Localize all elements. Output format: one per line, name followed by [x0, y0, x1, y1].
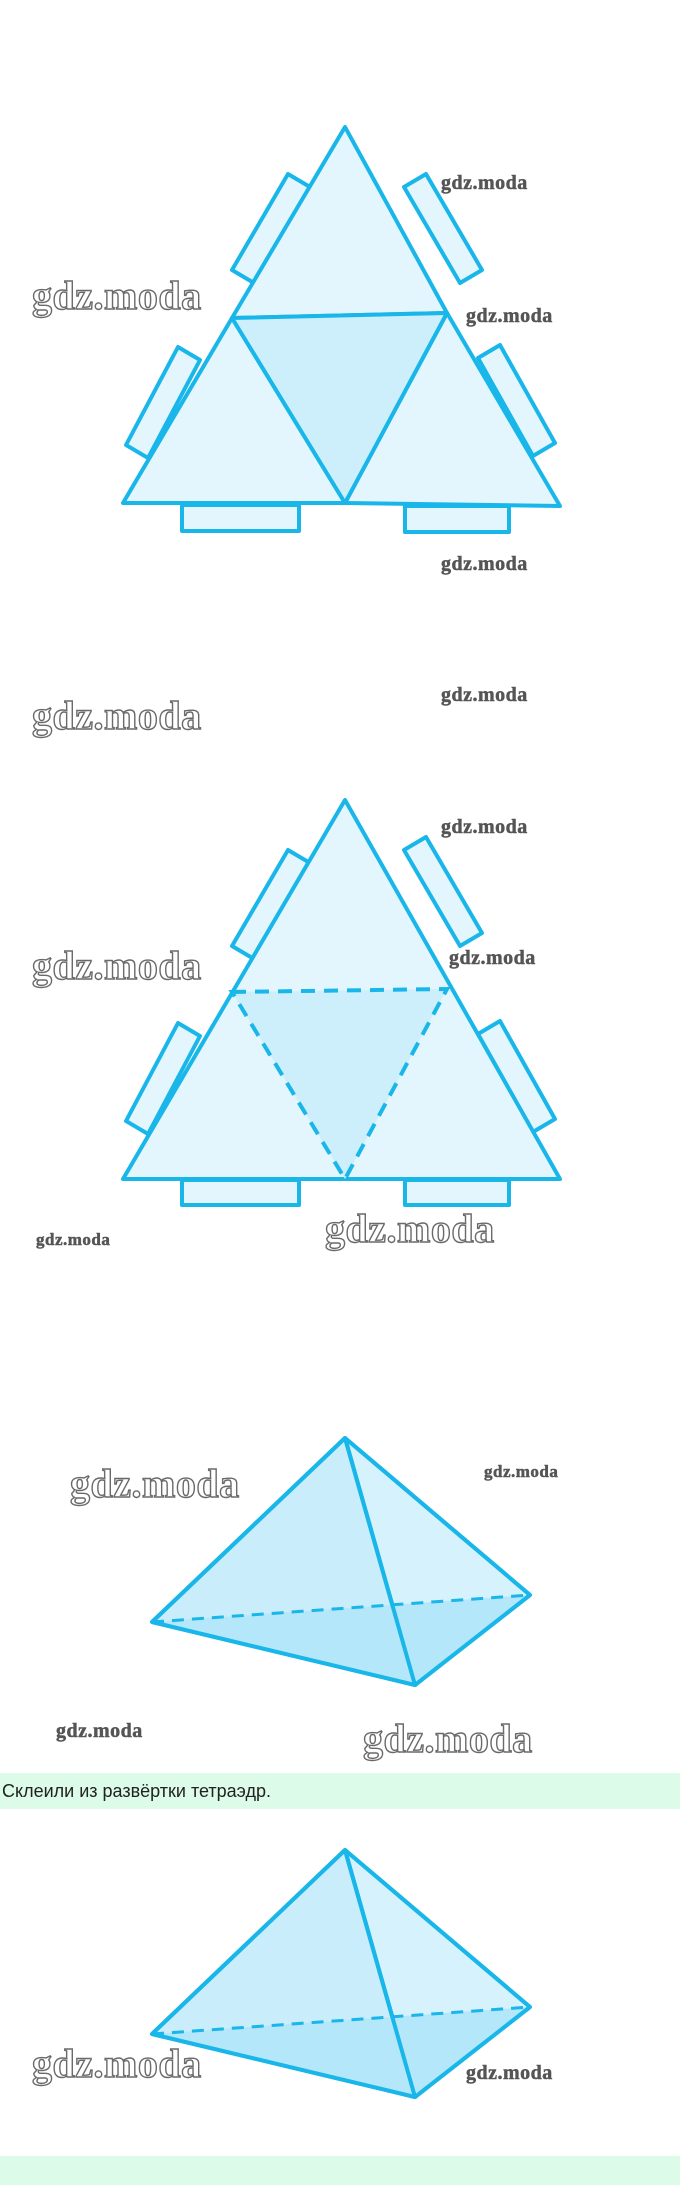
tetrahedron-net-dashed — [121, 798, 562, 1207]
watermark: gdz.moda — [441, 684, 528, 707]
watermark: gdz.moda — [362, 1715, 533, 1761]
watermark: gdz.moda — [466, 305, 553, 328]
watermark: gdz.moda — [31, 272, 202, 318]
watermark: gdz.moda — [69, 1460, 240, 1506]
glue-tab — [403, 1178, 511, 1207]
caption-bar: Склеили из развёртки тетраэдр. — [0, 1773, 680, 1809]
glue-tab — [124, 345, 202, 460]
watermark: gdz.moda — [484, 1462, 559, 1482]
watermark: gdz.moda — [31, 942, 202, 988]
bottom-face — [152, 2007, 530, 2097]
glue-tab — [476, 343, 557, 458]
net-outline — [121, 798, 562, 1181]
caption-bar-bottom — [0, 2156, 680, 2185]
glue-tab — [403, 504, 511, 534]
watermark: gdz.moda — [449, 947, 536, 970]
watermark: gdz.moda — [466, 2062, 553, 2085]
glue-tab — [402, 835, 484, 948]
glue-tab — [180, 1178, 301, 1207]
watermark: gdz.moda — [441, 816, 528, 839]
glue-tab — [124, 1021, 202, 1136]
tetrahedron-net-solid — [121, 125, 562, 534]
watermark: gdz.moda — [31, 2040, 202, 2086]
fold-lines — [228, 986, 451, 1184]
caption-text: Склеили из развёртки тетраэдр. — [2, 1781, 271, 1801]
net-center-face — [230, 311, 449, 505]
tetrahedron-3d-repeat — [150, 1848, 532, 2099]
glue-tab — [180, 503, 301, 533]
watermark: gdz.moda — [324, 1205, 495, 1251]
watermark: gdz.moda — [36, 1230, 111, 1250]
hidden-edge — [151, 1593, 531, 1624]
watermark: gdz.moda — [441, 553, 528, 576]
net-center-face — [232, 989, 447, 1179]
tetrahedron-3d — [150, 1436, 532, 1687]
watermark: gdz.moda — [31, 692, 202, 738]
hidden-edge — [151, 2005, 531, 2036]
bottom-face — [152, 1595, 530, 1685]
watermark: gdz.moda — [441, 172, 528, 195]
glue-tab — [402, 172, 484, 285]
watermark: gdz.moda — [56, 1720, 143, 1743]
